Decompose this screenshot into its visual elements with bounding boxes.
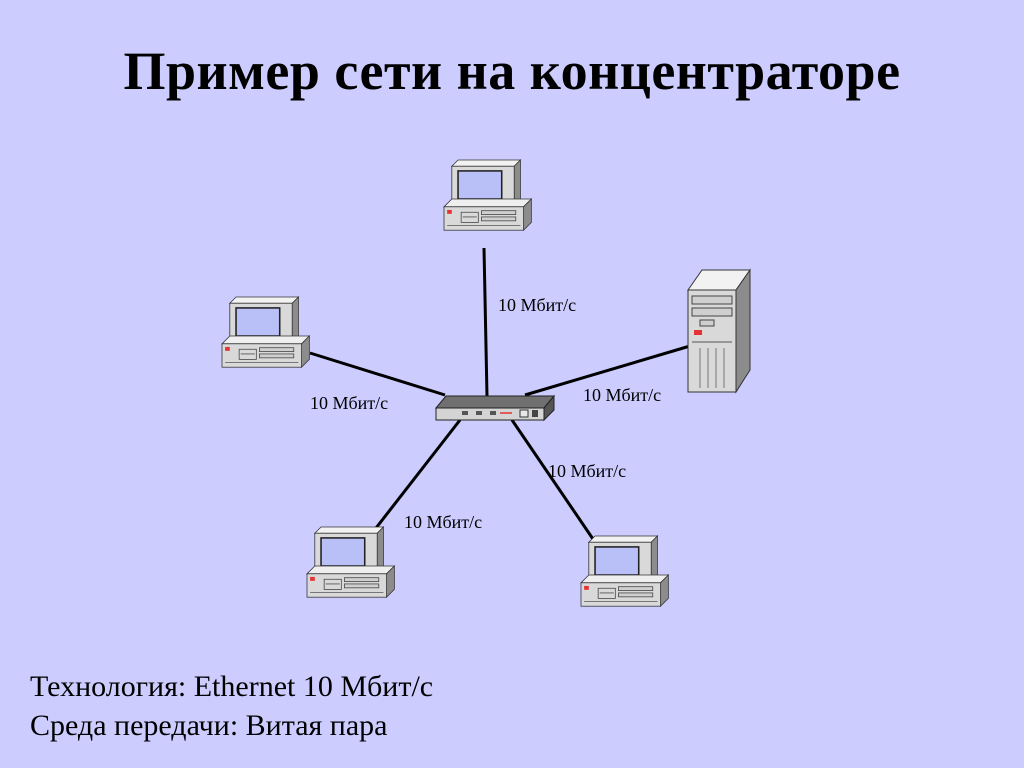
server-icon: [687, 268, 751, 394]
cable-bottom-right: [510, 419, 597, 543]
cable-right: [524, 344, 691, 397]
cable-left: [309, 351, 446, 397]
link-label-right: 10 Мбит/с: [583, 385, 662, 405]
link-label-bottom-right: 10 Мбит/с: [548, 461, 627, 481]
cable-top: [482, 247, 489, 397]
pc-left-icon: [221, 296, 311, 368]
hub-icon: [434, 394, 556, 422]
pc-top-icon: [443, 159, 533, 231]
technology-caption: Технология: Ethernet 10 Мбит/с: [30, 670, 434, 703]
slide-title: Пример сети на концентраторе: [123, 41, 901, 101]
link-label-top: 10 Мбит/с: [498, 295, 577, 315]
link-label-left: 10 Мбит/с: [310, 393, 389, 413]
medium-caption: Среда передачи: Витая пара: [30, 709, 388, 742]
pc-bottom-right-icon: [580, 535, 670, 607]
cable-bottom-left: [374, 419, 462, 529]
link-label-bottom-left: 10 Мбит/с: [404, 512, 483, 532]
pc-bottom-left-icon: [306, 526, 396, 598]
